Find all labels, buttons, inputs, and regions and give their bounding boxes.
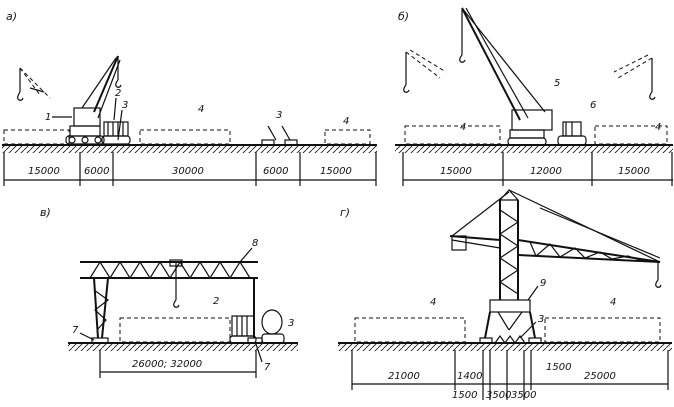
label-a-3b: 3 xyxy=(276,110,282,121)
dim-b-1: 15000 xyxy=(440,166,472,177)
label-v-7b: 7 xyxy=(264,362,271,373)
machine-6 xyxy=(557,121,587,146)
dim-g-7: 3500 xyxy=(511,390,536,401)
dim-g-4: 1500 xyxy=(546,362,571,373)
panel-g: г) xyxy=(338,189,672,401)
label-v-7: 7 xyxy=(72,325,79,336)
dim-g-3: 25000 xyxy=(584,371,616,382)
machine-2-a xyxy=(101,121,131,145)
label-a-2: 2 xyxy=(115,88,121,99)
machine-2-v xyxy=(229,315,257,344)
panel-b: б) xyxy=(395,7,673,186)
dimension-line-v xyxy=(99,350,257,378)
dim-b-2: 12000 xyxy=(530,166,562,177)
storage-block-a3 xyxy=(324,129,371,145)
ground-a xyxy=(2,145,377,153)
ghost-crane-left-b xyxy=(403,49,447,93)
dim-g-5: 1500 xyxy=(452,390,477,401)
label-v-2: 2 xyxy=(213,296,219,307)
label-a-4: 4 xyxy=(198,104,204,115)
storage-block-g1 xyxy=(354,317,466,343)
crawler-crane-5 xyxy=(459,7,553,146)
label-b-6: 6 xyxy=(590,100,596,111)
dim-b-3: 15000 xyxy=(618,166,650,177)
storage-block-g2 xyxy=(544,317,661,343)
storage-block-v xyxy=(119,317,231,343)
label-g-4b: 4 xyxy=(610,297,616,308)
ground-g xyxy=(338,343,672,351)
machine-3-v xyxy=(261,309,285,344)
ghost-crane-right-b xyxy=(613,54,656,100)
label-v-3: 3 xyxy=(288,318,294,329)
label-a-4b: 4 xyxy=(343,116,349,127)
rails-3-g xyxy=(494,334,526,345)
storage-block-a1 xyxy=(3,129,70,145)
panel-b-letter: б) xyxy=(398,10,409,23)
dim-g-6: 3500 xyxy=(486,390,511,401)
storage-block-b1 xyxy=(404,125,501,145)
label-v-8: 8 xyxy=(252,238,258,249)
panel-g-letter: г) xyxy=(340,206,350,219)
label-b-4: 4 xyxy=(460,122,466,133)
panel-a-letter: а) xyxy=(6,10,17,23)
label-a-1: 1 xyxy=(45,112,51,123)
ground-v xyxy=(68,343,298,351)
label-b-5: 5 xyxy=(554,78,560,89)
dim-a-2: 6000 xyxy=(84,166,109,177)
label-g-3: 3 xyxy=(538,314,544,325)
panel-v: в) xyxy=(40,206,298,378)
ground-b xyxy=(395,145,673,153)
label-a-3: 3 xyxy=(122,100,128,111)
dimension-line-g xyxy=(351,350,669,400)
label-g-4: 4 xyxy=(430,297,436,308)
dim-a-4: 6000 xyxy=(263,166,288,177)
dimension-line-b xyxy=(402,152,673,186)
crawler-crane-1 xyxy=(65,55,122,145)
dimension-line-a xyxy=(3,152,377,186)
storage-block-b2 xyxy=(594,125,668,145)
gantry-crane-8 xyxy=(80,259,263,344)
dim-a-5: 15000 xyxy=(320,166,352,177)
dim-v-1: 26000; 32000 xyxy=(132,359,202,370)
dim-g-2: 1400 xyxy=(457,371,482,382)
ghost-crane-left-a xyxy=(17,67,51,101)
panel-v-letter: в) xyxy=(40,206,51,219)
dim-a-3: 30000 xyxy=(172,166,204,177)
tower-crane-9 xyxy=(449,189,662,344)
track-3-a xyxy=(261,125,298,146)
label-g-9: 9 xyxy=(540,278,546,289)
dim-a-1: 15000 xyxy=(28,166,60,177)
label-b-4b: 4 xyxy=(655,122,661,133)
storage-block-a2 xyxy=(139,129,231,145)
dim-g-1: 21000 xyxy=(388,371,420,382)
panel-a: а) xyxy=(2,10,377,186)
